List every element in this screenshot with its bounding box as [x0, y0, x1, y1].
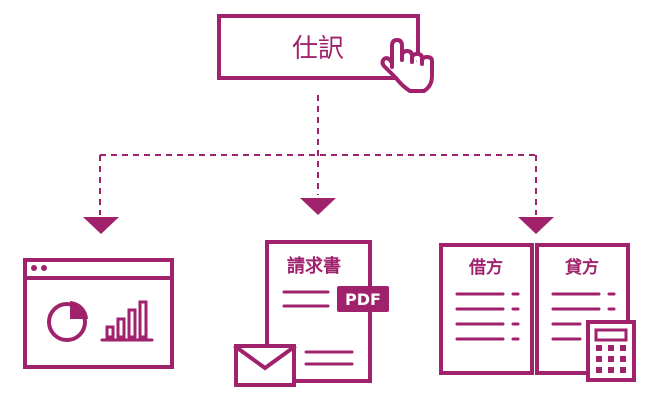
credit-entry-lines: [551, 292, 616, 341]
debit-entry-lines: [455, 292, 520, 341]
connector-lines: [99, 95, 537, 215]
pie-chart-slice: [70, 301, 88, 319]
calculator-key: [620, 345, 626, 351]
arrow-down-left: [83, 217, 119, 234]
calculator-key: [596, 345, 602, 351]
ledger-book: 借方 貸方: [439, 243, 636, 382]
journal-entry-label: 仕訳: [292, 34, 344, 64]
calculator-key: [608, 367, 614, 373]
envelope-icon: [233, 344, 297, 387]
pdf-badge-bg: [337, 286, 389, 312]
bar-chart-bar: [105, 325, 115, 339]
arrow-down-right: [518, 217, 554, 234]
credit-label: 貸方: [564, 257, 599, 278]
calculator-key: [608, 345, 614, 351]
calculator-icon: [586, 320, 636, 382]
envelope-flap: [233, 344, 297, 371]
calculator-key: [620, 356, 626, 362]
window-dot: [31, 265, 37, 271]
pdf-badge: PDF: [337, 286, 389, 312]
pie-chart-icon: [47, 302, 87, 342]
journal-entry-box: [217, 14, 420, 80]
pdf-badge-label: PDF: [345, 290, 381, 309]
bar-chart-bar: [138, 300, 148, 339]
debit-label: 借方: [468, 257, 503, 278]
journal-entry-button[interactable]: 仕訳: [217, 14, 420, 80]
browser-window-frame: [23, 258, 174, 369]
window-dot: [41, 265, 47, 271]
ledger-left-page: [439, 243, 534, 375]
invoice-document: 請求書 PDF: [233, 240, 389, 387]
calculator-key: [596, 367, 602, 373]
ledger-right-page: [535, 243, 630, 375]
calculator-key: [596, 356, 602, 362]
bar-chart-bar: [127, 308, 137, 339]
invoice-title: 請求書: [287, 255, 341, 277]
bar-chart-bar: [116, 317, 126, 339]
calculator-display: [594, 328, 628, 342]
calculator-key: [620, 367, 626, 373]
hand-pointer-icon: [380, 38, 434, 93]
arrow-down-center: [300, 198, 336, 215]
calculator-key: [608, 356, 614, 362]
browser-chart-icon: [23, 258, 174, 369]
